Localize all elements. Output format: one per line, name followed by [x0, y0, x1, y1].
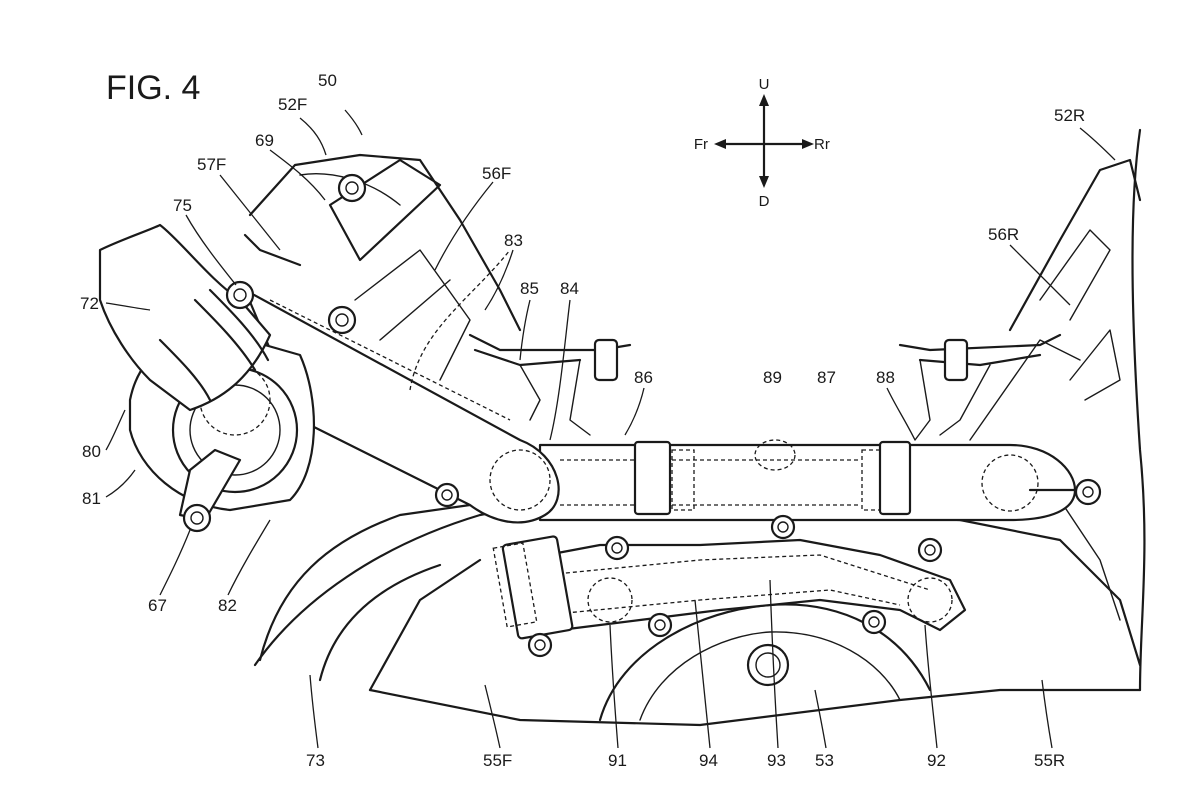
label-82: 82	[218, 596, 237, 615]
label-52F: 52F	[278, 95, 307, 114]
label-52R: 52R	[1054, 106, 1085, 125]
direction-front-label: Fr	[694, 136, 708, 153]
label-87: 87	[817, 368, 836, 387]
label-57F: 57F	[197, 155, 226, 174]
label-81: 81	[82, 489, 101, 508]
label-83: 83	[504, 231, 523, 250]
label-73: 73	[306, 751, 325, 770]
label-91: 91	[608, 751, 627, 770]
label-56F: 56F	[482, 164, 511, 183]
label-72: 72	[80, 294, 99, 313]
label-85: 85	[520, 279, 539, 298]
bolt	[182, 503, 212, 533]
label-89: 89	[763, 368, 782, 387]
label-53: 53	[815, 751, 834, 770]
label-55F: 55F	[483, 751, 512, 770]
bolt	[647, 612, 673, 638]
label-75: 75	[173, 196, 192, 215]
bolt	[770, 514, 796, 540]
label-67: 67	[148, 596, 167, 615]
bolt	[1074, 478, 1102, 506]
figure-title: FIG. 4	[106, 69, 200, 107]
bolts	[182, 173, 1102, 658]
bolt	[434, 482, 460, 508]
bolt	[527, 632, 553, 658]
label-92: 92	[927, 751, 946, 770]
label-84: 84	[560, 279, 579, 298]
direction-down-label: D	[759, 193, 770, 210]
label-88: 88	[876, 368, 895, 387]
bolt	[604, 535, 630, 561]
pipe-87	[538, 439, 1082, 522]
label-86: 86	[634, 368, 653, 387]
label-69: 69	[255, 131, 274, 150]
bolt	[327, 305, 357, 335]
label-50: 50	[318, 71, 337, 90]
arm-84	[243, 249, 560, 524]
lower-pipe-93	[492, 535, 967, 640]
intake-pipe-72	[98, 223, 272, 412]
direction-rear-label: Rr	[814, 136, 830, 153]
bolt	[225, 280, 255, 310]
bolt	[917, 537, 943, 563]
label-80: 80	[82, 442, 101, 461]
label-56R: 56R	[988, 225, 1019, 244]
bracket-rear	[898, 333, 1062, 441]
bolt	[861, 609, 887, 635]
leader-lines	[105, 109, 1116, 749]
direction-up-label: U	[759, 76, 770, 93]
label-55R: 55R	[1034, 751, 1065, 770]
label-94: 94	[699, 751, 718, 770]
direction-indicator: U D Fr Rr	[694, 76, 830, 210]
bolt	[337, 173, 367, 203]
label-93: 93	[767, 751, 786, 770]
bracket-front	[468, 333, 632, 436]
reference-labels: 50 52F 69 57F 75 56F 83 85 84 72 80 81 8…	[80, 71, 1085, 770]
